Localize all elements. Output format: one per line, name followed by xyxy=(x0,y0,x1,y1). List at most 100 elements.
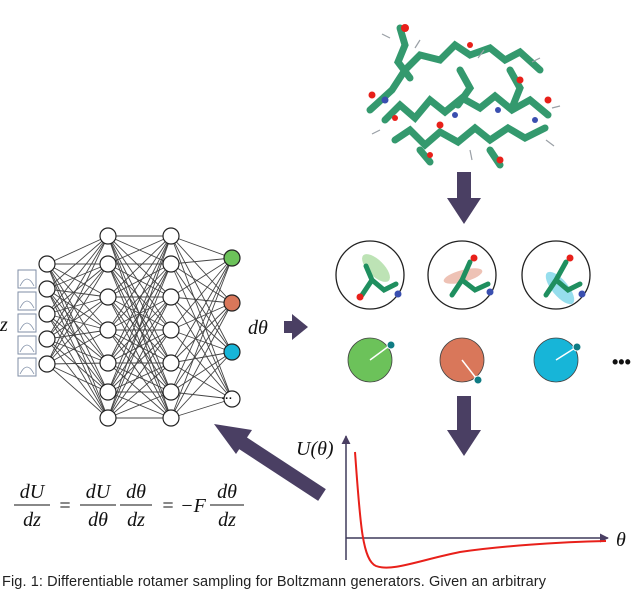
dial-green xyxy=(347,337,396,383)
network-edge xyxy=(107,296,172,419)
energy-ylabel: U(θ) xyxy=(296,438,334,460)
arrow-protein-to-rotamers xyxy=(447,172,481,224)
network-edge xyxy=(46,296,109,340)
network-edge xyxy=(170,257,233,331)
neural-network xyxy=(38,227,241,427)
residue-panel-2 xyxy=(427,240,497,310)
output-node xyxy=(223,343,241,361)
network-edge xyxy=(170,302,233,331)
network-node xyxy=(99,354,117,372)
network-node xyxy=(162,321,180,339)
energy-xlabel: θ xyxy=(616,529,626,551)
network-node xyxy=(99,409,117,427)
network-edge xyxy=(46,329,109,340)
network-edge xyxy=(46,313,109,364)
network-edge xyxy=(107,235,172,393)
arrow-energy-to-network xyxy=(214,424,326,501)
network-node xyxy=(162,383,180,401)
eq-neg-f: −F xyxy=(180,495,206,517)
network-edge xyxy=(107,329,172,364)
energy-curve xyxy=(354,451,607,569)
eq-equals-2: = xyxy=(162,495,173,517)
eq-t1-denominator: dθ xyxy=(88,509,108,531)
dial-cyan xyxy=(533,337,582,383)
network-node xyxy=(99,321,117,339)
eq-lhs-numerator: dU xyxy=(20,481,46,503)
output-node xyxy=(223,390,241,408)
eq-t1-numerator: dU xyxy=(86,481,112,503)
protein-structure-image xyxy=(366,24,561,169)
network-edge xyxy=(46,329,109,365)
network-edge xyxy=(46,263,109,290)
network-edge xyxy=(170,257,233,364)
eq-lhs-denominator: dz xyxy=(23,509,41,531)
residue-panel-1 xyxy=(335,240,405,310)
network-edge xyxy=(170,235,233,259)
eq-t3-denominator: dz xyxy=(218,509,236,531)
network-edge xyxy=(107,263,172,419)
figure-caption: Fig. 1: Differentiable rotamer sampling … xyxy=(2,574,547,590)
network-edge xyxy=(107,263,172,331)
eq-t2-denominator: dz xyxy=(127,509,145,531)
network-node xyxy=(162,255,180,273)
network-edge xyxy=(170,329,233,353)
network-edge xyxy=(107,329,172,419)
network-node xyxy=(162,227,180,245)
network-edge xyxy=(46,263,109,331)
network-edges xyxy=(46,235,233,419)
network-edge xyxy=(46,288,109,298)
network-edge xyxy=(46,288,109,393)
network-node xyxy=(38,305,56,323)
network-edge xyxy=(46,263,109,393)
latent-label: z xyxy=(0,314,8,336)
network-edge xyxy=(46,263,109,365)
gradient-equation: dU dz = dU dθ dθ dz = −F dθ dz xyxy=(10,476,250,536)
network-edge xyxy=(170,235,233,304)
residue-panel-3 xyxy=(521,240,591,310)
network-edge xyxy=(170,235,233,400)
network-edge xyxy=(170,351,233,419)
network-edge xyxy=(170,263,233,304)
more-residues-ellipsis: ••• xyxy=(612,352,631,372)
network-edge xyxy=(107,329,172,393)
arrow-dials-to-energy xyxy=(447,396,481,456)
network-node xyxy=(162,409,180,427)
network-edge xyxy=(170,391,233,400)
dtheta-label: dθ xyxy=(248,317,268,339)
network-node xyxy=(162,288,180,306)
network-edge xyxy=(170,263,233,400)
network-node xyxy=(99,288,117,306)
network-edge xyxy=(170,302,233,419)
network-edge xyxy=(170,329,233,400)
network-edge xyxy=(46,362,109,365)
network-edge xyxy=(46,296,109,315)
network-edge xyxy=(107,296,172,364)
network-edge xyxy=(170,351,233,364)
network-edge xyxy=(46,288,109,331)
network-edge xyxy=(46,263,109,315)
output-node xyxy=(223,294,241,312)
output-node xyxy=(223,249,241,267)
network-edge xyxy=(46,296,109,365)
network-edge xyxy=(46,235,109,265)
energy-plot: U(θ) θ xyxy=(296,435,626,569)
network-edge xyxy=(107,296,172,393)
network-edge xyxy=(46,235,109,315)
network-edge xyxy=(46,263,109,340)
dial-orange xyxy=(439,337,485,385)
network-node xyxy=(38,255,56,273)
network-edge xyxy=(170,302,233,393)
network-edge xyxy=(170,257,233,298)
network-node xyxy=(99,227,117,245)
network-edge xyxy=(46,235,109,290)
network-edge xyxy=(107,235,172,265)
network-edge xyxy=(46,363,109,393)
latent-input xyxy=(17,269,37,377)
output-node-ellipsis: ··· xyxy=(222,393,233,405)
network-edge xyxy=(46,313,109,331)
network-edge xyxy=(170,263,233,353)
network-edge xyxy=(170,351,233,393)
network-edge xyxy=(107,263,172,298)
network-edge xyxy=(46,363,109,419)
